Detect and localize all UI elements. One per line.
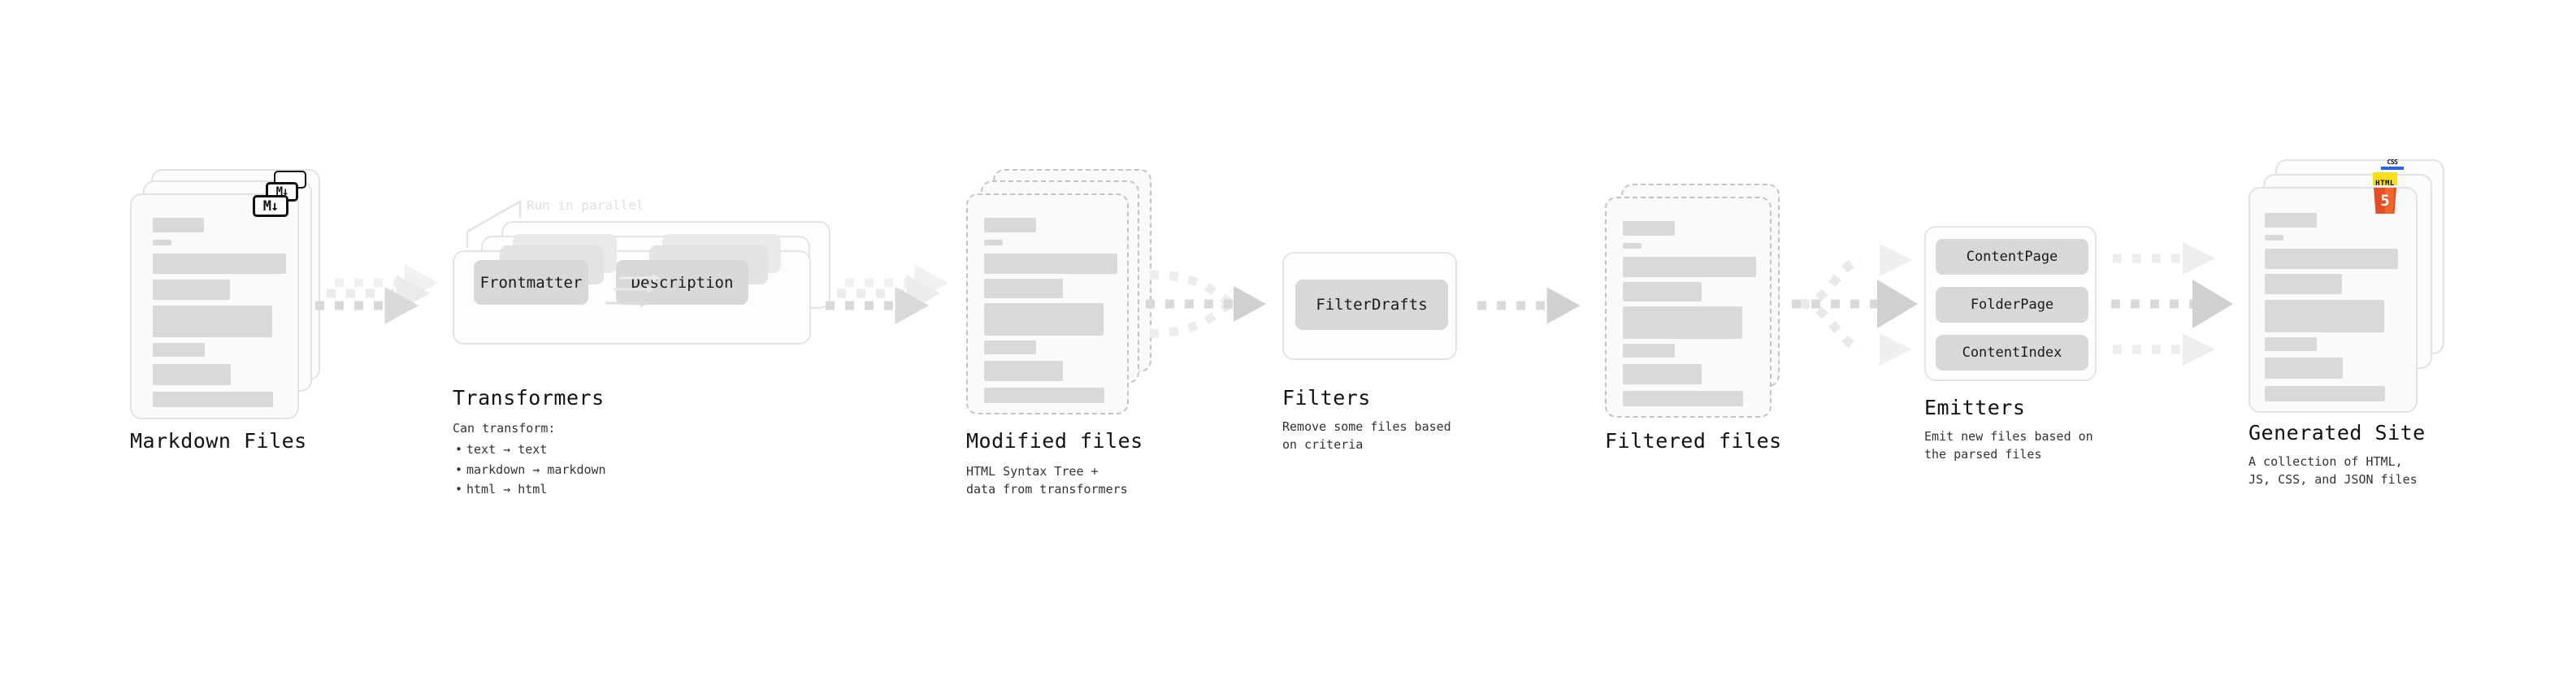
stage-title-filtered-files: Filtered files <box>1605 429 1782 453</box>
stage-title-modified-files: Modified files <box>966 429 1143 453</box>
css-icon-label: CSS <box>2387 158 2398 166</box>
stage-subtitle-emitters: Emit new files based on the parsed files <box>1924 429 2093 462</box>
arrow-markdown-to-transformers <box>315 265 437 323</box>
skeleton-bar <box>984 361 1063 381</box>
skeleton-bar <box>984 388 1104 403</box>
skeleton-bar <box>984 279 1063 298</box>
skeleton-bar <box>1623 344 1675 358</box>
skeleton-bar <box>2265 337 2317 351</box>
markdown-icon: M↓ <box>253 195 288 217</box>
skeleton-bar <box>2265 235 2283 241</box>
stage-title-filters: Filters <box>1282 386 1371 410</box>
stage-title-generated-site: Generated Site <box>2249 421 2426 445</box>
skeleton-bar <box>984 254 1117 274</box>
skeleton-bar <box>153 364 231 385</box>
skeleton-bar <box>2265 213 2317 228</box>
skeleton-bar <box>2265 274 2342 294</box>
chip-folderpage[interactable]: FolderPage <box>1936 287 2088 323</box>
markdown-card-front[interactable] <box>130 193 299 419</box>
skeleton-bar <box>984 340 1036 354</box>
skeleton-bar <box>2265 249 2398 269</box>
stage-title-transformers: Transformers <box>453 386 605 410</box>
transform-item: text → text <box>455 440 606 460</box>
skeleton-bar <box>2265 300 2384 332</box>
skeleton-bar <box>1623 282 1702 301</box>
skeleton-bar <box>984 240 1003 245</box>
skeleton-bar <box>984 303 1104 336</box>
transformers-list-lead: Can transform: <box>453 421 556 436</box>
filters-panel[interactable]: FilterDrafts <box>1282 252 1457 360</box>
chip-contentpage[interactable]: ContentPage <box>1936 239 2088 275</box>
skeleton-bar <box>1623 221 1675 236</box>
chip-description[interactable]: Description <box>616 260 748 305</box>
html5-icon-shield: 5 <box>2374 188 2396 214</box>
modified-card-front[interactable] <box>966 193 1129 414</box>
skeleton-bar <box>153 392 273 407</box>
css-icon-rule <box>2381 167 2404 170</box>
run-in-parallel-note: Run in parallel <box>527 197 644 213</box>
chip-frontmatter[interactable]: Frontmatter <box>474 260 588 305</box>
skeleton-bar <box>984 218 1036 232</box>
skeleton-bar <box>153 254 286 274</box>
js-icon <box>2373 172 2397 185</box>
stage-title-markdown-files: Markdown Files <box>130 429 307 453</box>
transformers-panel-front[interactable]: Frontmatter Description <box>453 234 811 345</box>
transform-item: markdown → markdown <box>455 460 606 480</box>
stage-subtitle-filters: Remove some files based on criteria <box>1282 419 1451 452</box>
skeleton-bar <box>153 240 171 245</box>
html5-icon: HTML 5 <box>2374 180 2396 214</box>
skeleton-bar <box>153 280 230 300</box>
html5-icon-label: HTML <box>2375 180 2395 188</box>
transform-item: html → html <box>455 479 606 500</box>
filtered-card-front[interactable] <box>1605 197 1772 418</box>
arrow-emitters-to-site <box>2111 242 2233 366</box>
skeleton-bar <box>1623 306 1742 339</box>
chip-contentindex[interactable]: ContentIndex <box>1936 335 2088 371</box>
skeleton-bar <box>2265 386 2385 401</box>
emitters-panel[interactable]: ContentPage FolderPage ContentIndex <box>1924 226 2097 381</box>
arrow-modified-to-filters <box>1146 270 1266 338</box>
skeleton-bar <box>2265 358 2343 379</box>
arrow-transformers-to-modified <box>826 265 948 323</box>
stage-subtitle-modified-files: HTML Syntax Tree + data from transformer… <box>966 464 1128 497</box>
skeleton-bar <box>1623 391 1743 406</box>
chip-filterdrafts[interactable]: FilterDrafts <box>1295 280 1448 330</box>
skeleton-bar <box>153 306 272 337</box>
arrow-filters-to-filtered <box>1477 288 1580 323</box>
transformers-capability-list: Can transform: text → text markdown → ma… <box>453 419 606 499</box>
stage-title-emitters: Emitters <box>1924 396 2026 419</box>
skeleton-bar <box>153 218 204 232</box>
stage-subtitle-generated-site: A collection of HTML, JS, CSS, and JSON … <box>2249 454 2418 487</box>
site-card-front[interactable] <box>2249 187 2418 413</box>
html5-icon-number: 5 <box>2380 192 2390 210</box>
skeleton-bar <box>153 343 205 357</box>
css-icon: CSS <box>2381 159 2404 170</box>
arrow-filtered-to-emitters <box>1792 244 1918 366</box>
skeleton-bar <box>1623 243 1641 249</box>
skeleton-bar <box>1623 364 1702 384</box>
skeleton-bar <box>1623 257 1756 277</box>
